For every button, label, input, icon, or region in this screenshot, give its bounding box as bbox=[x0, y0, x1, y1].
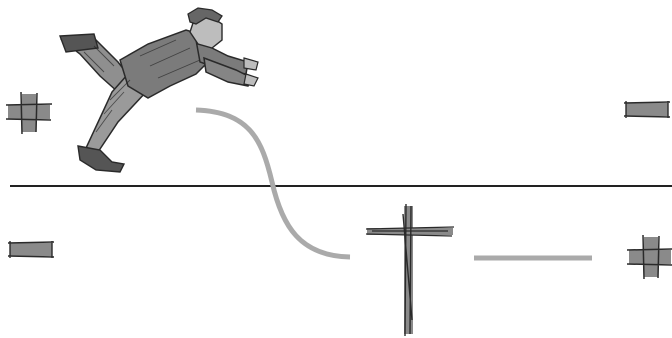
falling-man-figure bbox=[60, 8, 258, 172]
s-curve bbox=[196, 110, 350, 257]
plus-sign-right-bottom bbox=[627, 235, 672, 279]
minus-sign-left-bottom bbox=[8, 241, 54, 258]
minus-sign-right-top bbox=[624, 101, 670, 118]
plus-sign-left-top bbox=[6, 92, 52, 134]
cross-mark bbox=[366, 204, 454, 336]
